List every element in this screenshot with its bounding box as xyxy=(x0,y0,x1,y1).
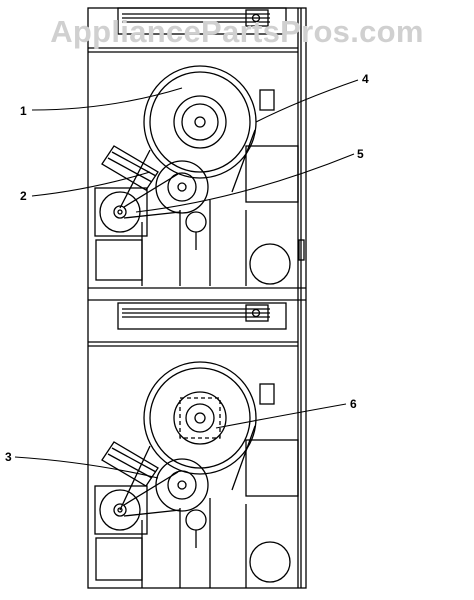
callout-6: 6 xyxy=(350,397,357,411)
leader-2 xyxy=(31,171,151,197)
leader-3 xyxy=(14,456,159,479)
lower-drum xyxy=(143,361,257,475)
upper-control-panel xyxy=(117,7,287,35)
lower-unit xyxy=(88,302,299,588)
callout-1: 1 xyxy=(20,104,27,118)
upper-motor-bracket xyxy=(101,145,159,191)
leader-4 xyxy=(255,79,359,123)
leader-5 xyxy=(135,153,355,213)
lower-motor-bracket xyxy=(101,441,159,487)
leader-lines xyxy=(14,79,359,479)
leader-6 xyxy=(215,403,347,429)
upper-drum xyxy=(143,65,257,179)
lower-control-panel xyxy=(117,302,287,330)
callout-4: 4 xyxy=(362,72,369,86)
cabinet-outline xyxy=(87,7,307,589)
callout-5: 5 xyxy=(357,147,364,161)
upper-unit xyxy=(88,7,305,286)
leader-1 xyxy=(31,87,183,111)
lower-idler-pulley xyxy=(155,458,209,512)
callout-3: 3 xyxy=(5,450,12,464)
lower-motor xyxy=(94,485,148,535)
callout-2: 2 xyxy=(20,189,27,203)
